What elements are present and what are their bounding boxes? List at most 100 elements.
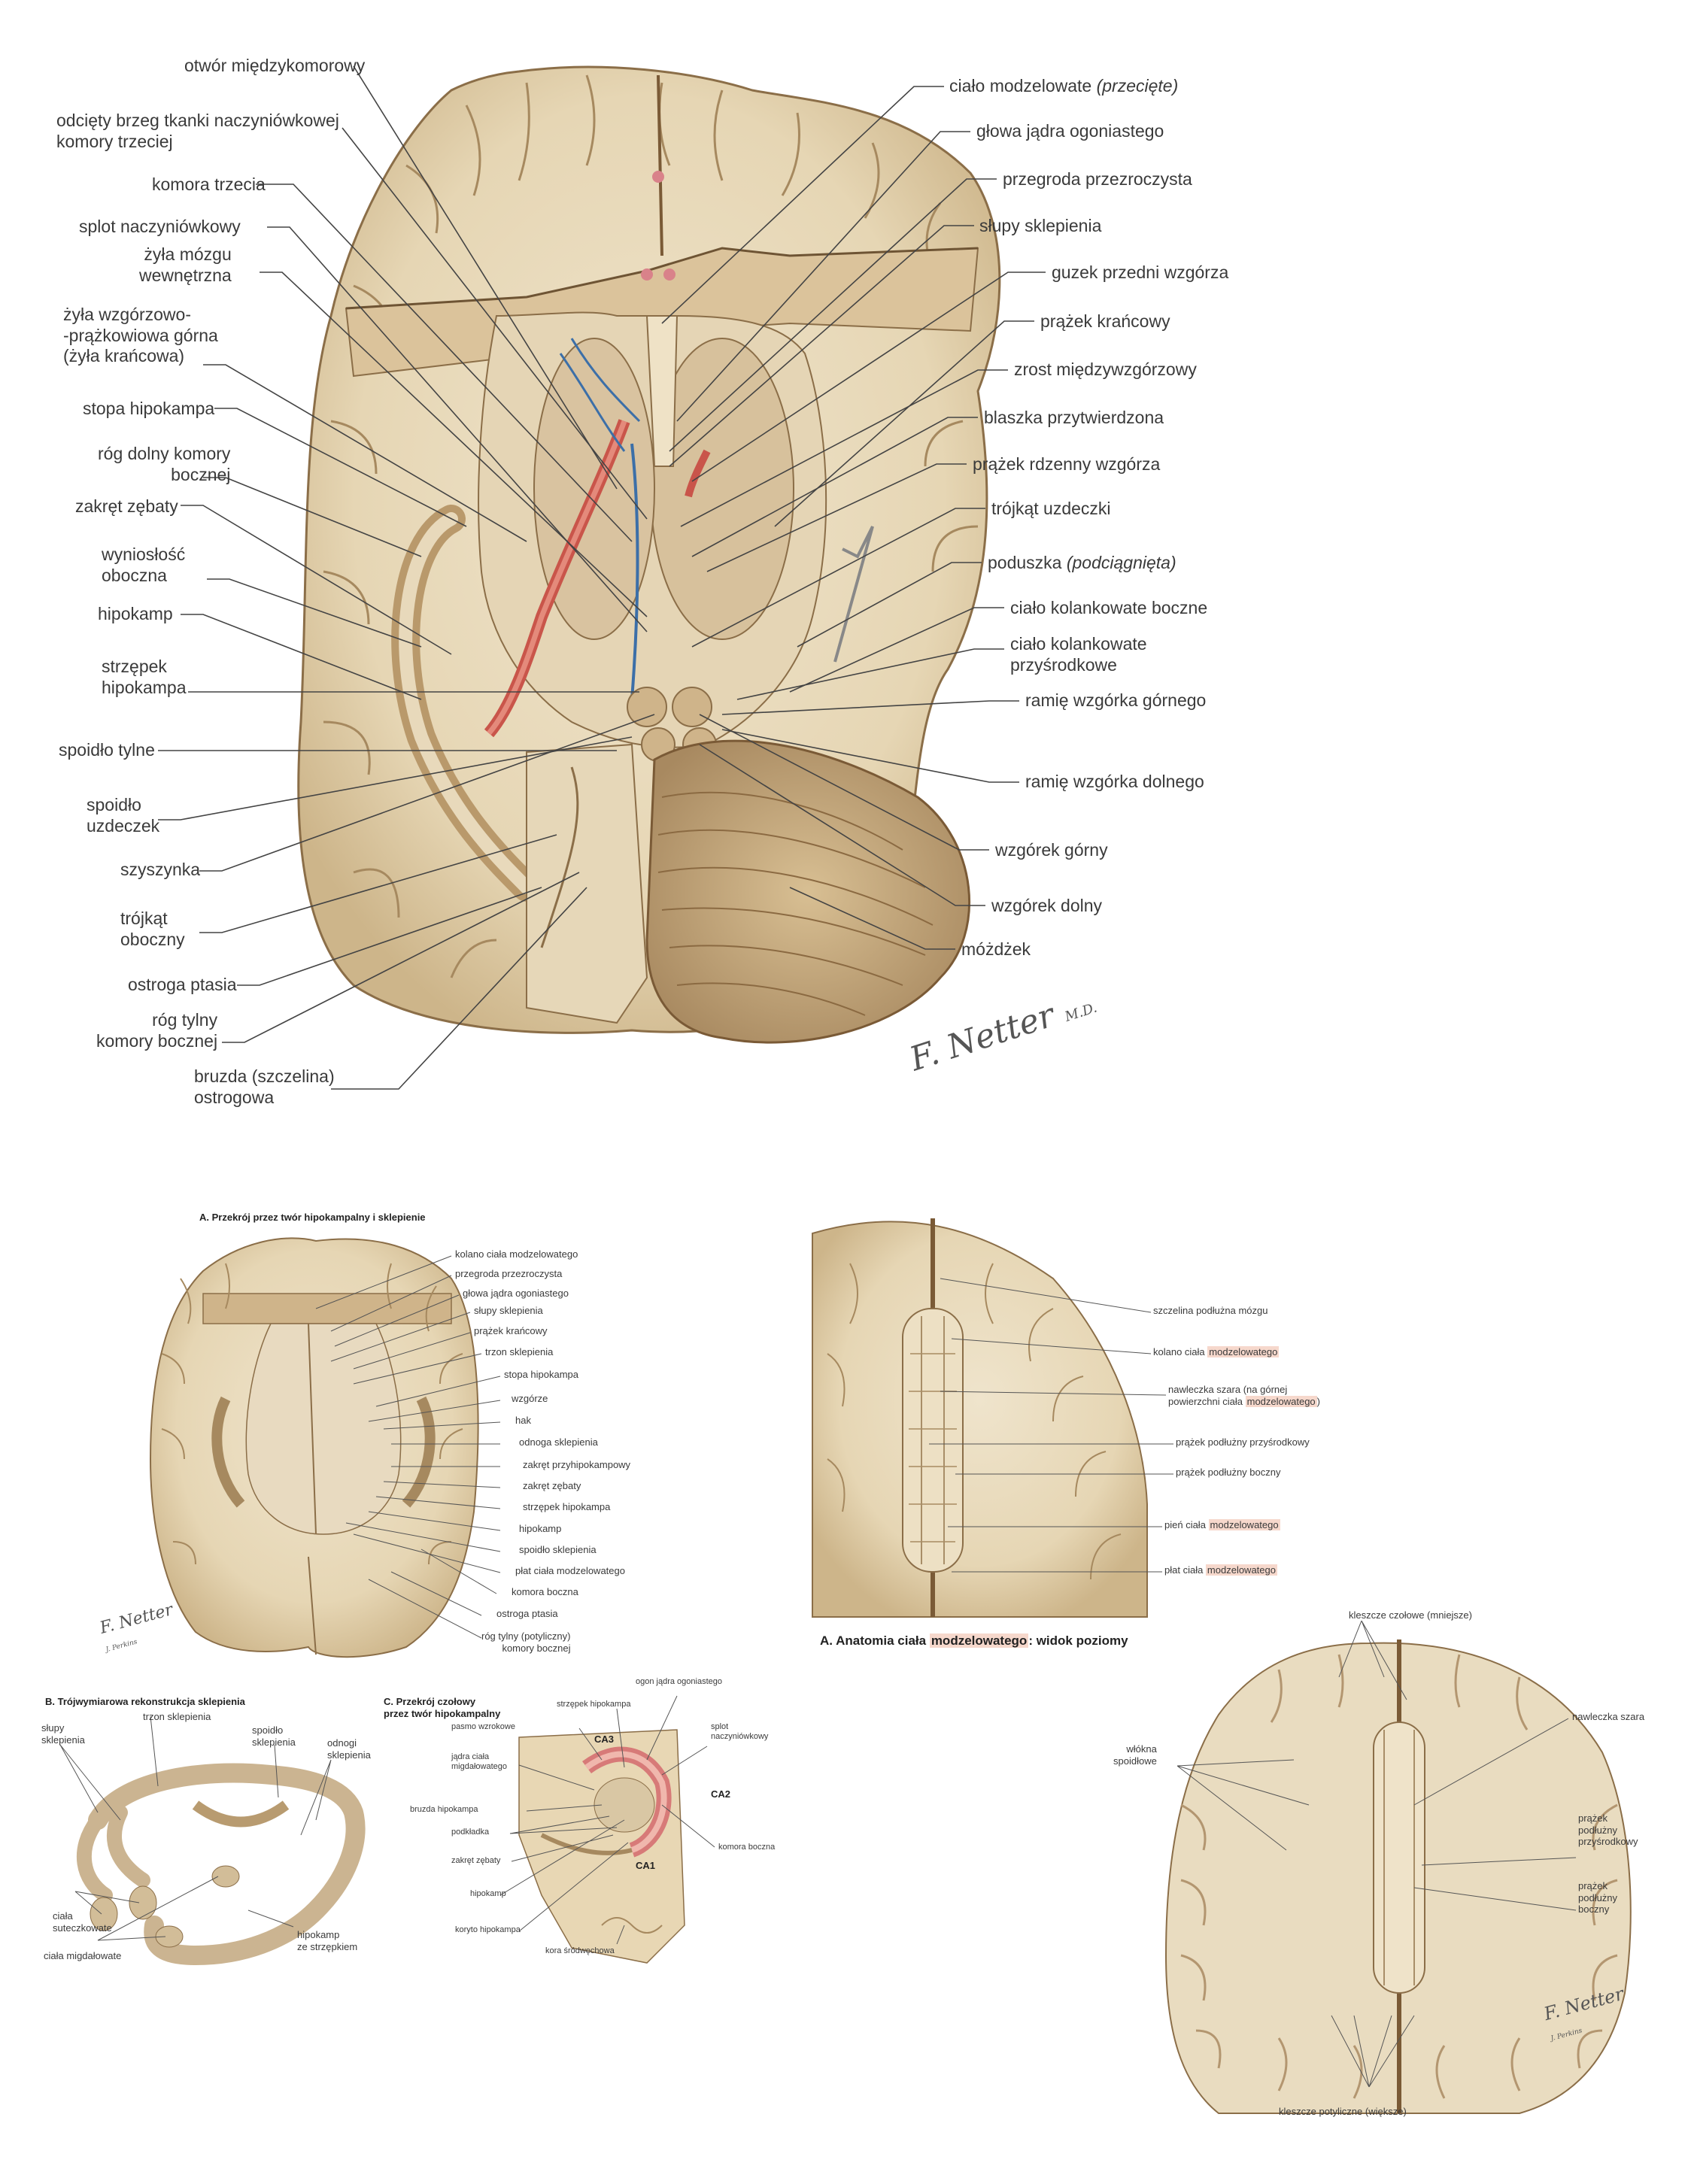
label-suffix: ) [1316, 1395, 1321, 1407]
label-otwor-miedzykomorowy: otwór międzykomorowy [184, 56, 366, 75]
label-highlight: modzelowatego [1208, 1519, 1280, 1530]
title-suffix: : widok poziomy [1028, 1633, 1128, 1648]
label-highlight: modzelowatego [1205, 1564, 1277, 1576]
label-highlight: modzelowatego [1245, 1395, 1317, 1407]
a-label-10: zakręt przyhipokampowy [523, 1459, 631, 1470]
e-label-4: prążek podłużny boczny [1578, 1880, 1618, 1916]
label-trojkat-uzdeczki: trójkąt uzdeczki [991, 499, 1111, 518]
label-komora-trzecia: komora trzecia [152, 174, 266, 194]
b-label-4: ciała suteczkowate [53, 1910, 112, 1934]
label-zakret-zebaty: zakręt zębaty [75, 496, 178, 516]
a-label-9: odnoga sklepienia [519, 1436, 598, 1448]
label-ostroga-ptasia: ostroga ptasia [128, 975, 237, 994]
label-rog-tylny: róg tylny komory bocznej [96, 1010, 218, 1051]
panel-e-leader-lines [1176, 1620, 1577, 2088]
e-label-5: kleszcze potyliczne (większe) [1279, 2106, 1407, 2117]
label-spoidlo-tylne: spoidło tylne [59, 740, 155, 760]
label-cialo-modzelowate: ciało modzelowate (przecięte) [949, 76, 1178, 97]
c-label-3: pasmo wzrokowe [451, 1722, 515, 1731]
panel-b-title: B. Trójwymiarowa rekonstrukcja sklepieni… [45, 1696, 245, 1707]
panel-d-illustration [812, 1218, 1148, 1618]
signature-sub: M.D. [1063, 999, 1100, 1025]
label-text: płat ciała [1164, 1564, 1206, 1576]
panel-c-leader-lines [499, 1695, 715, 1945]
b-label-0: trzon sklepienia [143, 1711, 211, 1722]
label-bruzda-ostrogowa: bruzda (szczelina) ostrogowa [194, 1066, 335, 1107]
label-slupy-sklepienia: słupy sklepienia [979, 216, 1102, 235]
c-label-0: ogon jądra ogoniastego [636, 1677, 722, 1686]
label-zyla-mozgu: żyła mózgu wewnętrzna [139, 244, 232, 285]
main-right-leader-lines [661, 86, 1046, 950]
a-label-1: przegroda przezroczysta [455, 1268, 563, 1279]
d-label-4: prążek podłużny boczny [1176, 1467, 1281, 1478]
panel-a-illustration [149, 1237, 479, 1658]
panel-b-leader-lines [59, 1715, 332, 1941]
d-label-6: płat ciała modzelowatego [1164, 1564, 1277, 1576]
label-blaszka: blaszka przytwierdzona [984, 408, 1164, 427]
label-hipokamp: hipokamp [98, 604, 173, 623]
main-left-leader-lines [158, 65, 655, 1090]
label-mozdzek: móżdżek [961, 939, 1031, 959]
label-glowa-jadra: głowa jądra ogoniastego [976, 121, 1164, 141]
label-zyla-wzgorzowo: żyła wzgórzowo- -prążkowiowa górna (żyła… [63, 305, 218, 366]
label-wzgorek-gorny: wzgórek górny [995, 840, 1108, 860]
d-label-5: pień ciała modzelowatego [1164, 1519, 1280, 1531]
a-label-14: spoidło sklepienia [519, 1544, 597, 1555]
label-odciety-brzeg: odcięty brzeg tkanki naczyniówkowej komo… [56, 111, 339, 151]
main-brain-illustration [297, 65, 1001, 1044]
panel-d-title: A. Anatomia ciała modzelowatego: widok p… [820, 1633, 1128, 1649]
label-emphasis: (podciągnięta) [1066, 553, 1176, 572]
b-label-6: hipokamp ze strzępkiem [297, 1929, 358, 1952]
c-region-ca1: CA1 [636, 1860, 656, 1871]
label-ramie-wzgorka-dolnego: ramię wzgórka dolnego [1025, 772, 1204, 791]
label-highlight: modzelowatego [1207, 1346, 1280, 1357]
b-label-3: odnogi sklepienia [327, 1737, 371, 1761]
label-szyszynka: szyszynka [120, 860, 201, 879]
a-label-11: zakręt zębaty [523, 1480, 581, 1491]
b-label-5: ciała migdałowate [44, 1950, 122, 1961]
label-text: kolano ciała [1153, 1346, 1208, 1357]
e-label-1: nawleczka szara [1572, 1711, 1645, 1722]
panel-d-leader-lines [929, 1278, 1173, 1573]
label-guzek-przedni: guzek przedni wzgórza [1052, 262, 1229, 282]
label-emphasis: (przecięte) [1096, 76, 1179, 96]
a-label-3: słupy sklepienia [474, 1305, 543, 1316]
a-label-18: róg tylny (potyliczny) komory bocznej [481, 1630, 571, 1654]
c-label-9: koryto hipokampa [455, 1925, 521, 1934]
title-highlight: modzelowatego [929, 1633, 1029, 1648]
a-label-17: ostroga ptasia [496, 1608, 558, 1619]
a-label-16: komora boczna [512, 1586, 578, 1597]
c-label-5: bruzda hipokampa [410, 1805, 478, 1814]
d-label-2: nawleczka szara (na górnej powierzchni c… [1168, 1384, 1320, 1407]
label-przegroda: przegroda przezroczysta [1003, 169, 1192, 189]
panel-b-illustration [76, 1763, 366, 1966]
label-text: ciało modzelowate [949, 76, 1097, 96]
label-trojkat-oboczny: trójkąt oboczny [120, 908, 185, 949]
panel-c-illustration [518, 1729, 685, 1964]
c-label-11: komora boczna [718, 1843, 776, 1852]
a-label-8: hak [515, 1415, 531, 1426]
label-spoidlo-uzdeczek: spoidło uzdeczek [87, 795, 160, 836]
e-label-2: włókna spoidłowe [1113, 1743, 1157, 1767]
b-label-2: spoidło sklepienia [252, 1724, 296, 1748]
a-label-5: trzon sklepienia [485, 1346, 554, 1357]
label-rog-dolny: róg dolny komory bocznej [98, 444, 231, 484]
panel-a-leader-lines [315, 1255, 501, 1639]
label-wyniosloc-oboczna: wyniosłość oboczna [102, 544, 186, 585]
label-text: poduszka [988, 553, 1067, 572]
title-prefix: A. Anatomia ciała [820, 1633, 930, 1648]
d-label-1: kolano ciała modzelowatego [1153, 1346, 1280, 1358]
label-zrost-miedzywzgorzowy: zrost międzywzgórzowy [1014, 359, 1197, 379]
a-label-7: wzgórze [512, 1393, 548, 1404]
a-label-6: stopa hipokampa [504, 1369, 579, 1380]
a-label-15: płat ciała modzelowatego [515, 1565, 625, 1576]
label-cialo-kolankowate-przysrodkowe: ciało kolankowate przyśrodkowe [1010, 634, 1147, 675]
label-poduszka: poduszka (podciągnięta) [988, 553, 1176, 574]
a-label-4: prążek krańcowy [474, 1325, 548, 1336]
e-label-3: prążek podłużny przyśrodkowy [1578, 1812, 1638, 1848]
a-label-12: strzępek hipokampa [523, 1501, 611, 1512]
d-label-3: prążek podłużny przyśrodkowy [1176, 1436, 1310, 1448]
label-prazek-rdzenny: prążek rdzenny wzgórza [973, 454, 1161, 474]
c-label-6: podkładka [451, 1828, 490, 1837]
